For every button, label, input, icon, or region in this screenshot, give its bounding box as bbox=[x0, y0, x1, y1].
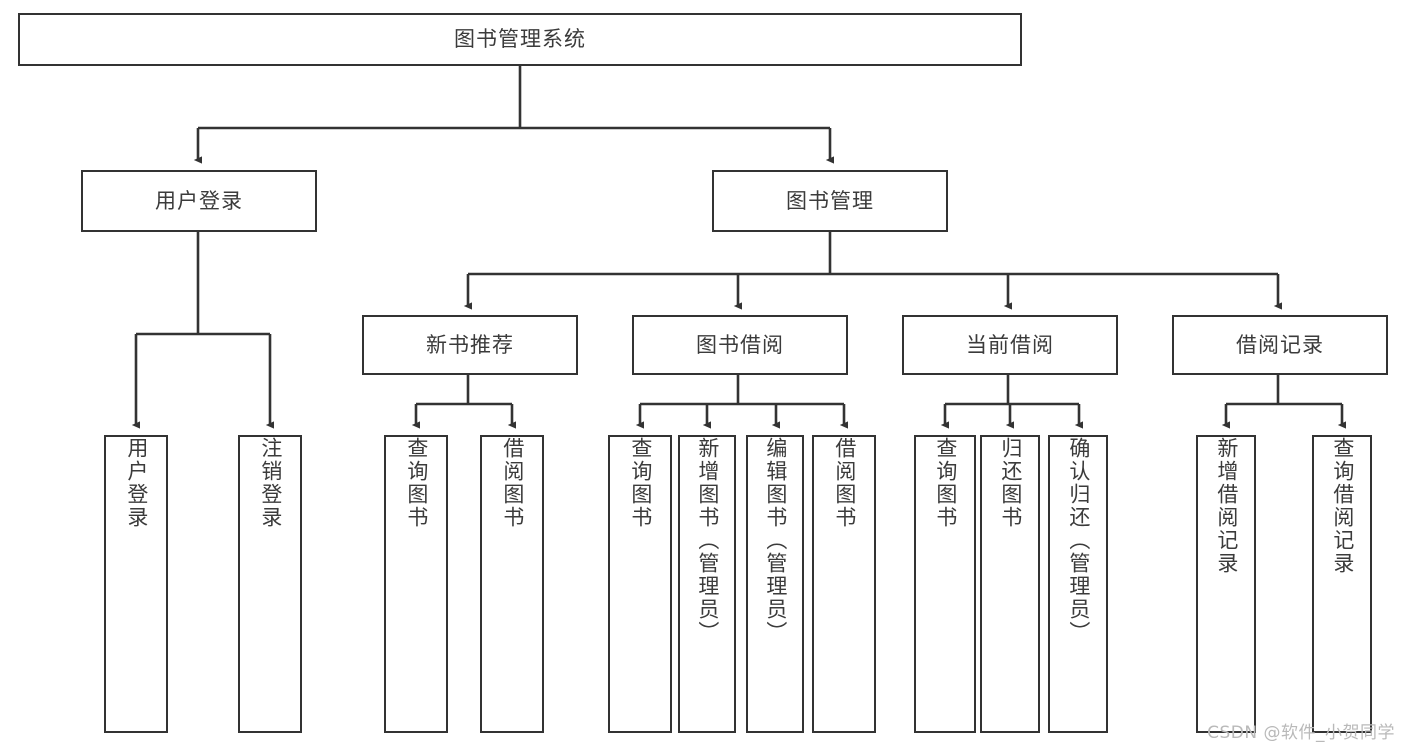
leaf-new-book-query[interactable]: 查询图书 bbox=[384, 435, 448, 733]
leaf-new-book-borrow[interactable]: 借阅图书 bbox=[480, 435, 544, 733]
node-borrow-records[interactable]: 借阅记录 bbox=[1172, 315, 1388, 375]
leaf-current-confirm-return[interactable]: 确认归还（管理员） bbox=[1048, 435, 1108, 733]
node-label: 借阅记录 bbox=[1236, 332, 1324, 357]
leaf-borrow-add-book[interactable]: 新增图书（管理员） bbox=[678, 435, 736, 733]
node-book-management-system[interactable]: 图书管理系统 bbox=[18, 13, 1022, 66]
node-label: 用户登录 bbox=[124, 437, 149, 529]
node-label: 查询图书 bbox=[933, 437, 958, 529]
node-label: 注销登录 bbox=[258, 437, 283, 529]
leaf-current-return-book[interactable]: 归还图书 bbox=[980, 435, 1040, 733]
node-label: 新书推荐 bbox=[426, 332, 514, 357]
node-label: 新增借阅记录 bbox=[1214, 437, 1239, 575]
leaf-current-query-book[interactable]: 查询图书 bbox=[914, 435, 976, 733]
node-label: 借阅图书 bbox=[500, 437, 525, 529]
node-label: 图书管理系统 bbox=[454, 27, 586, 52]
node-book-borrow[interactable]: 图书借阅 bbox=[632, 315, 848, 375]
node-label: 用户登录 bbox=[155, 188, 243, 213]
node-current-borrow[interactable]: 当前借阅 bbox=[902, 315, 1118, 375]
node-label: 查询图书 bbox=[628, 437, 653, 529]
node-new-book-recommend[interactable]: 新书推荐 bbox=[362, 315, 578, 375]
leaf-records-add-record[interactable]: 新增借阅记录 bbox=[1196, 435, 1256, 733]
leaf-borrow-borrow-book[interactable]: 借阅图书 bbox=[812, 435, 876, 733]
node-label: 图书借阅 bbox=[696, 332, 784, 357]
leaf-user-login-logout[interactable]: 注销登录 bbox=[238, 435, 302, 733]
node-label: 编辑图书（管理员） bbox=[763, 437, 788, 644]
leaf-user-login-login[interactable]: 用户登录 bbox=[104, 435, 168, 733]
node-label: 查询借阅记录 bbox=[1330, 437, 1355, 575]
watermark-text: CSDN @软件_小贺同学 bbox=[1207, 723, 1395, 743]
node-label: 确认归还（管理员） bbox=[1066, 437, 1091, 644]
node-label: 图书管理 bbox=[786, 188, 874, 213]
leaf-records-query-record[interactable]: 查询借阅记录 bbox=[1312, 435, 1372, 733]
node-label: 借阅图书 bbox=[832, 437, 857, 529]
leaf-borrow-edit-book[interactable]: 编辑图书（管理员） bbox=[746, 435, 804, 733]
node-label: 归还图书 bbox=[998, 437, 1023, 529]
node-book-management[interactable]: 图书管理 bbox=[712, 170, 948, 232]
node-label: 新增图书（管理员） bbox=[695, 437, 720, 644]
node-label: 当前借阅 bbox=[966, 332, 1054, 357]
leaf-borrow-query-book[interactable]: 查询图书 bbox=[608, 435, 672, 733]
node-label: 查询图书 bbox=[404, 437, 429, 529]
node-user-login[interactable]: 用户登录 bbox=[81, 170, 317, 232]
